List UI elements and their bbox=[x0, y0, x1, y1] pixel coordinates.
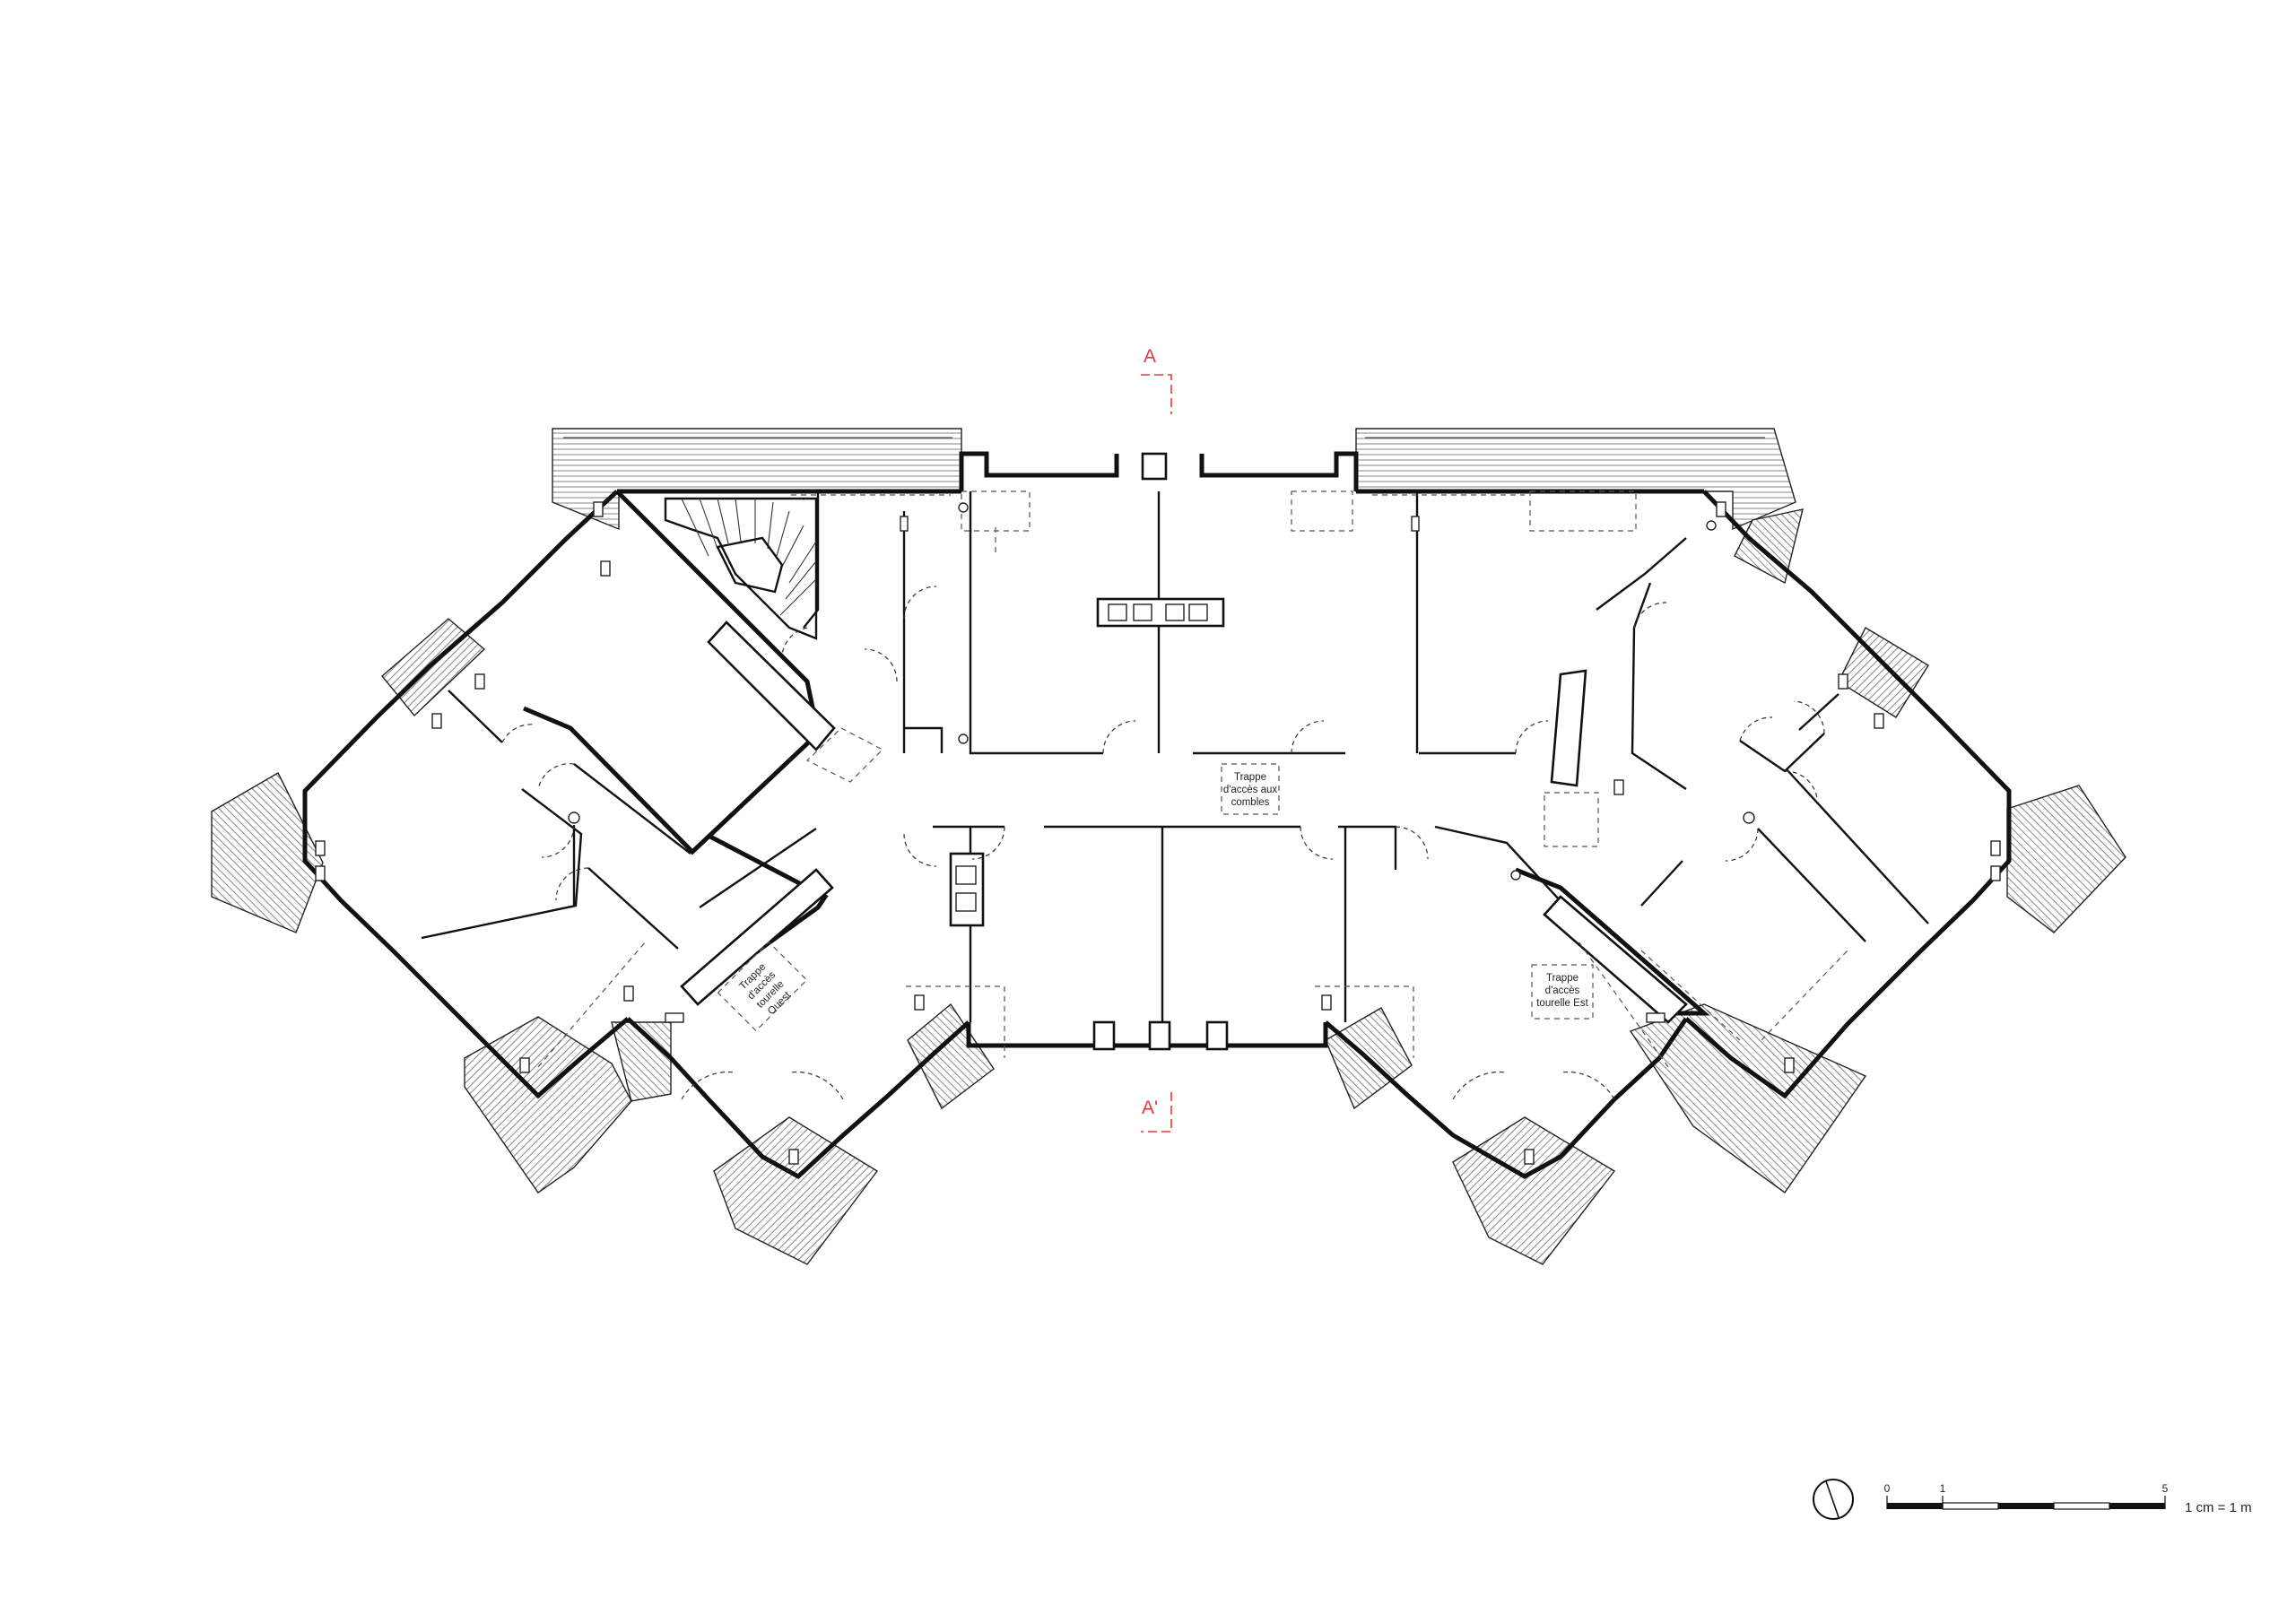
scale-tick-1: 1 bbox=[1940, 1482, 1946, 1495]
scale-tick-5: 5 bbox=[2162, 1482, 2169, 1495]
note-combles-line-3: combles bbox=[1231, 797, 1270, 808]
roof-eaves bbox=[211, 428, 2126, 1265]
note-est-line-2: d'accès bbox=[1545, 985, 1580, 996]
staircase bbox=[664, 497, 818, 640]
note-est-line-1: Trappe bbox=[1546, 973, 1578, 984]
scale-ratio: 1 cm = 1 m bbox=[2185, 1500, 2252, 1515]
chimney-blocks bbox=[680, 452, 1688, 1051]
section-label-top: A bbox=[1144, 346, 1156, 367]
window-marks bbox=[315, 501, 2001, 1165]
note-combles: Trappe d'accès aux combles bbox=[1221, 763, 1280, 815]
scale-bar: 0 1 5 1 cm = 1 m bbox=[1884, 1482, 2252, 1515]
interior-walls bbox=[421, 490, 1929, 1022]
scale-tick-0: 0 bbox=[1884, 1482, 1891, 1495]
exterior-walls bbox=[302, 451, 2012, 1180]
note-tourelle-est: Trappe d'accès tourelle Est bbox=[1531, 964, 1594, 1020]
section-marker-bottom: A' bbox=[1141, 1092, 1172, 1133]
note-combles-line-2: d'accès aux bbox=[1223, 785, 1278, 795]
north-arrow-icon bbox=[1813, 1479, 1854, 1520]
note-est-line-3: tourelle Est bbox=[1536, 998, 1588, 1009]
note-combles-line-1: Trappe bbox=[1234, 772, 1266, 783]
section-marker-top: A bbox=[1141, 346, 1172, 414]
dashed-elements bbox=[501, 490, 1848, 1100]
section-label-bottom: A' bbox=[1142, 1098, 1158, 1118]
